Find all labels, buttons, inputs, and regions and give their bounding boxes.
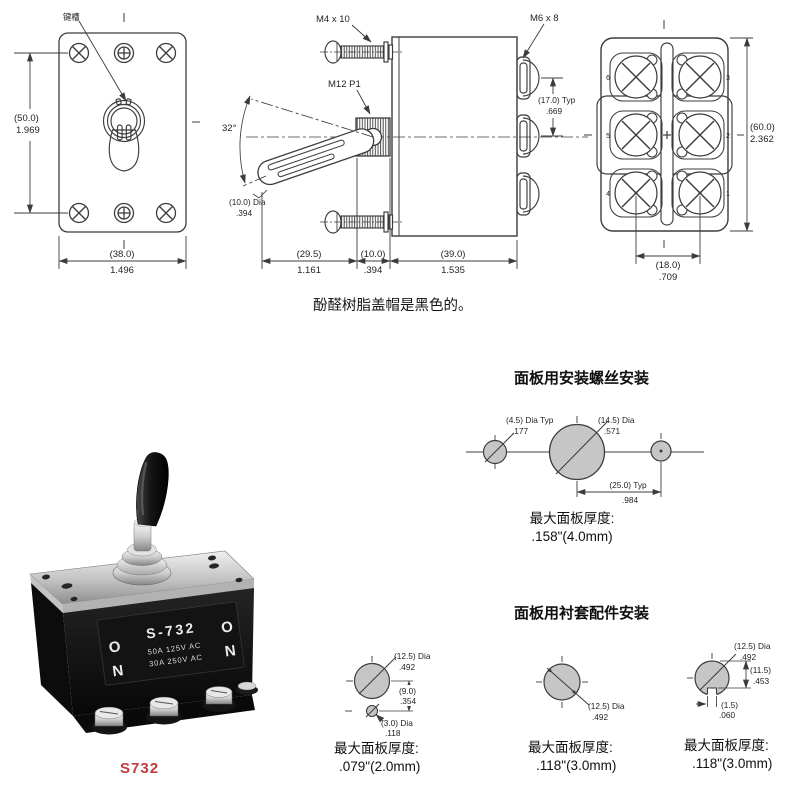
lever-travel-marks xyxy=(239,95,374,199)
terminal-1: 1 xyxy=(726,191,730,198)
terminal-cells xyxy=(609,52,725,218)
v1-hole-mm: (12.5) Dia xyxy=(394,651,431,661)
terminal-screw-label: M6 x 8 xyxy=(530,13,559,24)
body-left-face xyxy=(31,583,73,716)
label-o-left: O xyxy=(108,638,122,656)
v3-thickness-value: .118"(3.0mm) xyxy=(692,756,772,771)
product-code: S732 xyxy=(120,760,159,777)
lever-dia-in: .394 xyxy=(236,208,253,218)
angle-label: 32° xyxy=(222,123,237,134)
back-center-ticks xyxy=(584,20,744,248)
v3-hole-mm: (12.5) Dia xyxy=(734,641,771,651)
lever-dia-mm: (10.0) Dia xyxy=(229,197,266,207)
back-height-in: 2.362 xyxy=(750,134,774,145)
bushing-mount-heading: 面板用衬套配件安装 xyxy=(514,604,650,622)
keyway-label: 键槽 xyxy=(63,12,80,22)
bushing-variant-2: (12.5) Dia .492 最大面板厚度: .118"(3.0mm) xyxy=(528,656,625,773)
front-view-drawing: 键槽 (50.0) 1.969 (38.0) 1.496 xyxy=(14,12,200,276)
v1-pilot-mm: (3.0) Dia xyxy=(381,718,413,728)
len3-in: 1.535 xyxy=(441,265,465,276)
len1-in: 1.161 xyxy=(297,265,321,276)
v3-flat-in: .453 xyxy=(753,676,770,686)
back-spacing-in: .709 xyxy=(659,272,678,283)
side-hole-mm: (4.5) Dia Typ xyxy=(506,415,554,425)
back-view-drawing: 6 3 5 2 4 1 (60.0) 2.362 (18.0) .709 xyxy=(584,20,790,283)
mounting-screw-top xyxy=(320,40,402,64)
rating-label-plate: O N S-732 50A 125V AC 30A 250V AC O N xyxy=(96,601,245,686)
label-model: S-732 xyxy=(145,619,197,641)
len3-mm: (39.0) xyxy=(441,249,466,260)
len2-in: .394 xyxy=(364,265,383,276)
front-center-ticks xyxy=(123,13,200,249)
front-dimension-lines xyxy=(14,20,187,269)
bushing-mount-section: 面板用衬套配件安装 (12.5) Dia .492 (9.0) .354 (3.… xyxy=(334,604,772,774)
front-height-mm: (50.0) xyxy=(14,113,39,124)
side-terminals xyxy=(516,56,540,216)
corner-screw-marks xyxy=(68,42,177,224)
plate-left-edge xyxy=(30,574,63,613)
terminal-screws xyxy=(91,681,258,735)
bushing-stack xyxy=(112,518,172,586)
v3-key-mm: (1.5) xyxy=(721,700,738,710)
v1-pilot-in: .118 xyxy=(385,728,401,738)
front-width-mm: (38.0) xyxy=(110,249,135,260)
v1-thickness-label: 最大面板厚度: xyxy=(334,741,419,756)
hole-spacing-mm: (25.0) Typ xyxy=(609,480,647,490)
side-dimension-lines xyxy=(261,23,563,269)
screw-label: M4 x 10 xyxy=(316,14,350,25)
label-o-right: O xyxy=(220,618,234,636)
terminal-pitch-in: .669 xyxy=(546,106,563,116)
bushing-variant-1: (12.5) Dia .492 (9.0) .354 (3.0) Dia .11… xyxy=(334,651,431,774)
front-width-in: 1.496 xyxy=(110,265,134,276)
mounting-screw-bottom xyxy=(320,210,402,234)
front-height-in: 1.969 xyxy=(16,125,40,136)
side-view-drawing: M4 x 10 M12 P1 32° (10.0) Dia .394 (29.5… xyxy=(222,13,588,276)
screw-mount-thickness-value: .158"(4.0mm) xyxy=(531,529,612,544)
back-height-mm: (60.0) xyxy=(750,122,775,133)
toggle-lever xyxy=(257,128,375,186)
terminal-3: 3 xyxy=(726,75,730,82)
plate-holes xyxy=(42,555,243,602)
terminal-4: 4 xyxy=(606,191,610,198)
back-dimension-lines xyxy=(635,37,753,264)
toggle-front xyxy=(102,98,146,172)
v3-hole-in: .492 xyxy=(740,652,757,662)
v2-hole-mm: (12.5) Dia xyxy=(588,701,625,711)
v2-thickness-label: 最大面板厚度: xyxy=(528,740,613,755)
terminal-6: 6 xyxy=(606,75,610,82)
bushing-variant-3: (12.5) Dia .492 (11.5) .453 (1.5) .060 最… xyxy=(684,641,772,771)
screw-mount-dims xyxy=(576,468,662,497)
center-hole-in: .571 xyxy=(604,426,621,436)
bushing-thread-label: M12 P1 xyxy=(328,79,361,90)
len1-mm: (29.5) xyxy=(297,249,322,260)
phillips-screw-marks xyxy=(113,42,135,224)
screw-mount-thickness-label: 最大面板厚度: xyxy=(530,511,615,526)
v1-thickness-value: .079"(2.0mm) xyxy=(339,759,420,774)
terminal-2: 2 xyxy=(726,133,730,140)
material-note: 酚醛树脂盖帽是黑色的。 xyxy=(313,297,473,314)
v3-flat-mm: (11.5) xyxy=(750,665,771,675)
back-spacing-mm: (18.0) xyxy=(656,260,681,271)
v3-key-in: .060 xyxy=(719,710,736,720)
label-n-right: N xyxy=(224,642,237,660)
v1-hole-in: .492 xyxy=(399,662,416,672)
v1-offset-in: .354 xyxy=(400,696,417,706)
product-photo: O N S-732 50A 125V AC 30A 250V AC O N xyxy=(29,452,258,735)
v3-thickness-label: 最大面板厚度: xyxy=(684,738,769,753)
screw-mount-heading: 面板用安装螺丝安装 xyxy=(514,369,650,387)
terminal-5: 5 xyxy=(606,133,610,140)
side-hole-in: .177 xyxy=(512,426,529,436)
hole-spacing-in: .984 xyxy=(622,495,639,505)
center-hole-mm: (14.5) Dia xyxy=(598,415,635,425)
v2-thickness-value: .118"(3.0mm) xyxy=(536,758,616,773)
plate-front-edge xyxy=(62,579,254,613)
label-n-left: N xyxy=(111,662,124,680)
terminal-pitch-mm: (17.0) Typ xyxy=(538,95,576,105)
v1-offset-mm: (9.0) xyxy=(399,686,416,696)
len2-mm: (10.0) xyxy=(361,249,386,260)
v2-hole-in: .492 xyxy=(592,712,609,722)
screw-mount-section: 面板用安装螺丝安装 (4.5) Dia Typ .177 (14.5) Dia … xyxy=(466,369,704,544)
